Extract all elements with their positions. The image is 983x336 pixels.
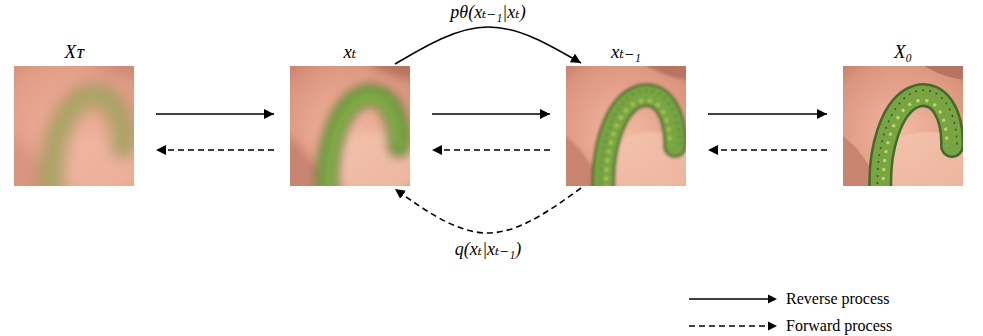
legend-sample — [688, 320, 778, 332]
image-label: X₀ — [823, 41, 983, 63]
legend: Reverse processForward process — [688, 285, 892, 336]
legend-line — [689, 298, 768, 300]
image-label: xₜ₋₁ — [546, 41, 706, 63]
edge-label: pθ(xₜ₋₁|xₜ) — [447, 2, 528, 23]
noisy-image — [14, 66, 134, 186]
image-panel: X₀ — [843, 66, 963, 186]
reverse-arrow — [395, 27, 581, 64]
reverse-arrow — [156, 113, 274, 115]
image-panel: xₜ₋₁ — [566, 66, 686, 186]
image-panel: Xᴛ — [14, 66, 134, 186]
legend-text: Forward process — [786, 317, 892, 335]
legend-arrowhead — [768, 294, 777, 303]
reverse-arrow — [708, 113, 827, 115]
noisy-image — [566, 66, 686, 186]
reverse-arrow — [432, 113, 550, 115]
legend-line — [689, 325, 768, 327]
forward-arrow — [395, 188, 581, 233]
legend-arrowhead — [768, 321, 777, 330]
noisy-image — [290, 66, 410, 186]
forward-arrow — [432, 149, 550, 151]
forward-arrow — [708, 149, 827, 151]
legend-row: Forward process — [688, 312, 892, 336]
legend-sample — [688, 293, 778, 305]
clean-image — [843, 66, 963, 186]
legend-row: Reverse process — [688, 285, 892, 312]
edge-label: q(xₜ|xₜ₋₁) — [452, 239, 525, 260]
image-panel: xₜ — [290, 66, 410, 186]
forward-arrow — [156, 149, 274, 151]
legend-text: Reverse process — [786, 290, 890, 308]
image-label: Xᴛ — [0, 41, 154, 63]
image-label: xₜ — [270, 41, 430, 63]
